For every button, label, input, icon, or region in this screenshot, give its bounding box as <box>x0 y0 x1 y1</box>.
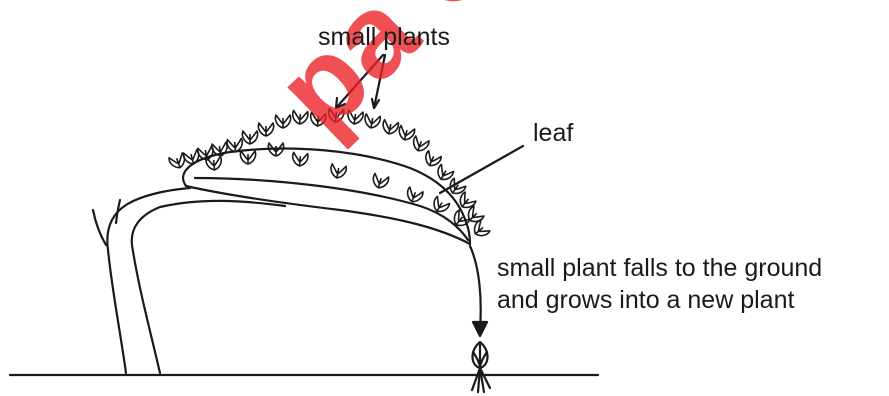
small-plant <box>292 152 308 166</box>
label-leaf: leaf <box>533 118 573 148</box>
small-plant <box>240 151 255 164</box>
leaf-outline <box>186 186 470 244</box>
small-plant <box>363 114 380 129</box>
small-plant <box>397 125 415 141</box>
plant-stem-inner <box>132 201 285 373</box>
small-plant <box>471 220 491 240</box>
label-small-plants: small plants <box>318 22 450 52</box>
small-plant <box>242 131 257 144</box>
small-plant <box>381 120 399 136</box>
fall-arrowhead <box>473 322 487 336</box>
small-plant <box>371 173 389 189</box>
label-line: and grows into a new plant <box>497 284 822 316</box>
pointer-leaf <box>440 146 523 193</box>
small-plant <box>329 164 346 179</box>
label-line: small plant falls to the ground <box>497 252 822 284</box>
small-plant <box>328 108 344 122</box>
small-plant <box>292 110 308 124</box>
small-plant <box>275 115 290 128</box>
branch <box>93 210 106 245</box>
small-plant <box>347 110 364 125</box>
small-plant <box>168 153 187 170</box>
small-plant <box>434 164 454 183</box>
fall-path <box>470 246 481 330</box>
small-plant <box>310 112 326 126</box>
plant-stem <box>107 188 190 373</box>
new-plant <box>472 342 490 392</box>
small-plant <box>411 136 430 153</box>
small-plant <box>258 123 273 136</box>
label-small-plant-falls: small plant falls to the ground and grow… <box>497 252 822 316</box>
small-plant <box>206 156 222 170</box>
